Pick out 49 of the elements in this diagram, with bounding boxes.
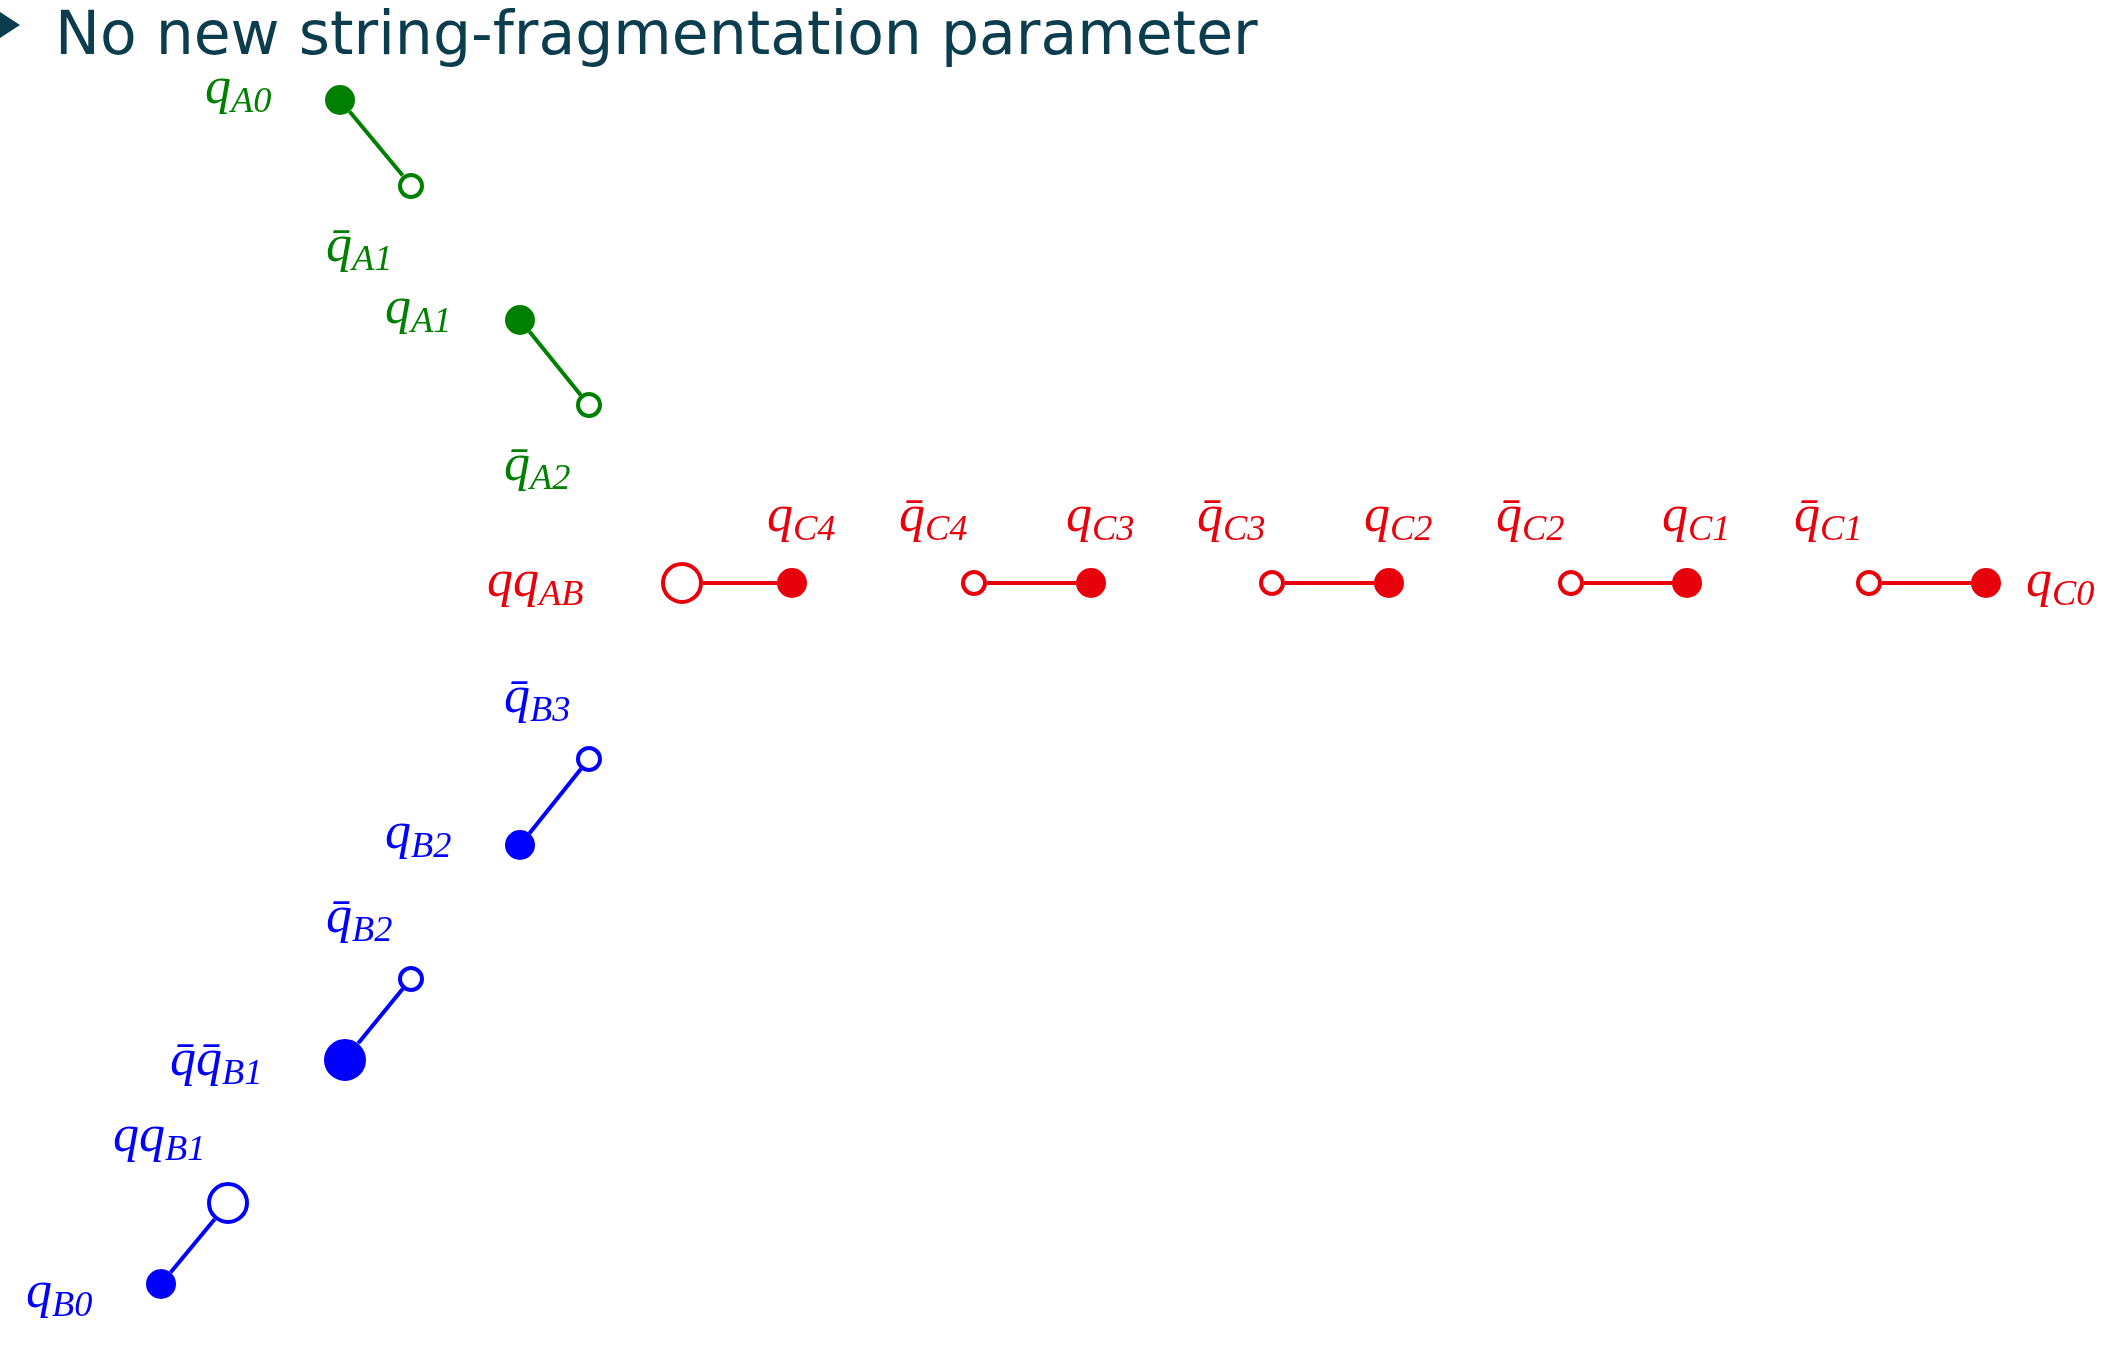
string-line [527,767,583,835]
open-circle [576,745,602,772]
string-line [1882,581,1971,585]
particle-label: q̄$_{C3}$ [1197,488,1266,547]
particle-label: qq$_{B1}$ [113,1108,206,1167]
particle-label: q̄q̄$_{B1}$ [170,1031,263,1091]
open-circle [1259,570,1285,596]
particle-label: q̄$_{B3}$ [504,668,571,728]
particle-label: q̄$_{C4}$ [899,488,968,547]
particle-label: q̄$_{C1}$ [1794,488,1863,547]
particle-label: q$_{C0}$ [2026,553,2095,612]
string-line [356,987,405,1045]
particle-label: q̄$_{C2}$ [1496,488,1565,547]
filled-dot [1374,568,1404,598]
open-circle [661,562,703,604]
open-circle [398,172,424,199]
filled-dot [146,1269,176,1300]
particle-label: q$_{C2}$ [1364,488,1433,547]
particle-label: q̄$_{A1}$ [326,217,393,277]
string-line [348,110,405,177]
filled-dot [325,85,355,115]
filled-dot [1076,568,1106,598]
particle-label: q$_{C4}$ [767,488,836,547]
string-line [169,1218,217,1274]
open-circle [576,392,602,419]
particle-label: q$_{A1}$ [385,279,452,339]
particle-label: q$_{C3}$ [1066,488,1135,547]
filled-dot [505,830,535,861]
string-line [987,581,1076,585]
open-circle [961,570,987,596]
particle-label: q$_{B0}$ [26,1264,93,1323]
filled-dot [1672,568,1702,598]
string-line [1285,581,1374,585]
open-circle [1856,570,1882,596]
string-line [1584,581,1672,585]
filled-dot [777,568,807,598]
string-line [703,581,777,585]
filled-dot [324,1038,366,1081]
particle-label: q̄$_{A2}$ [504,437,571,496]
particle-label: q̄$_{B2}$ [326,888,393,948]
open-circle [398,965,424,992]
open-circle [1558,570,1584,596]
filled-dot [505,304,535,335]
filled-dot [1971,568,2001,598]
string-line [527,330,583,397]
particle-label: q$_{C1}$ [1662,488,1731,547]
particle-label: qq$_{AB}$ [487,553,584,612]
particle-label: q$_{B2}$ [385,805,452,864]
open-circle [207,1182,249,1225]
